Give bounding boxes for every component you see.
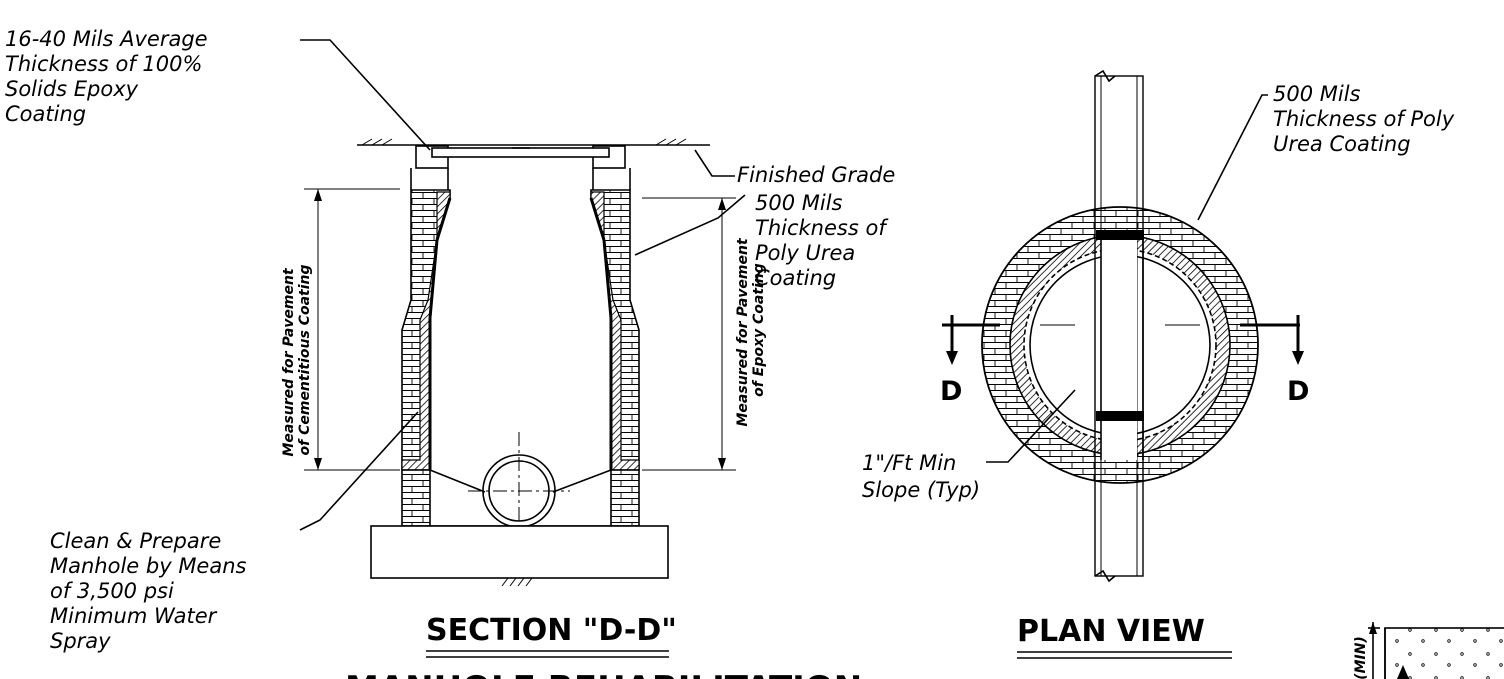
leader-epoxy — [300, 39, 431, 151]
dim-right-line1: Measured for Pavement — [735, 237, 751, 426]
plan-title: PLAN VIEW — [1017, 614, 1205, 649]
dim-left-line2: of Cementitious Coating — [297, 265, 313, 456]
cut-label-left: D — [940, 376, 962, 407]
note-polyurea-plan: 500 Mils Thickness of Poly Urea Coating — [1273, 82, 1461, 156]
note-clean-prepare: Clean & Prepare Manhole by Means of 3,50… — [50, 529, 253, 653]
note-polyurea-section: 500 Mils Thickness of Poly Urea Coating — [755, 191, 892, 290]
leader-clean — [299, 411, 419, 531]
section-d-d: Measured for Pavement of Cementitious Co… — [281, 39, 767, 587]
pipe-end-top — [1096, 230, 1144, 240]
barrel-left — [401, 469, 431, 527]
dim-left-line1: Measured for Pavement — [281, 267, 297, 456]
main-title: MANHOLE REHABILITATION — [345, 669, 862, 679]
plan-view — [942, 69, 1304, 583]
dim-right-line2: of Epoxy Coating — [751, 263, 767, 397]
note-finished-grade: Finished Grade — [737, 163, 895, 187]
leader-grade — [694, 149, 735, 177]
barrel-right — [610, 469, 640, 527]
note-epoxy: 16-40 Mils Average Thickness of 100% Sol… — [5, 27, 214, 126]
manhole-cover — [431, 147, 610, 158]
pipe-end-bottom — [1096, 411, 1144, 421]
note-slope: 1"/Ft Min Slope (Typ) — [862, 451, 980, 502]
leader-plan-polyurea — [1197, 94, 1268, 221]
corner-detail: (MIN) — [1353, 622, 1504, 679]
corner-min-label: (MIN) — [1353, 636, 1369, 679]
base-slab — [370, 525, 669, 579]
leader-polyurea — [634, 194, 746, 256]
section-title: SECTION "D-D" — [426, 613, 677, 648]
cut-label-right: D — [1287, 376, 1309, 407]
leader-slope — [986, 389, 1076, 463]
svg-text:Measured for Pavement of: Measured for Pavement of Cementitious Co… — [281, 263, 313, 456]
svg-text:Measured for Pavement of: Measured for Pavement of Epoxy Coating — [735, 233, 767, 426]
grade-ticks — [361, 138, 687, 146]
